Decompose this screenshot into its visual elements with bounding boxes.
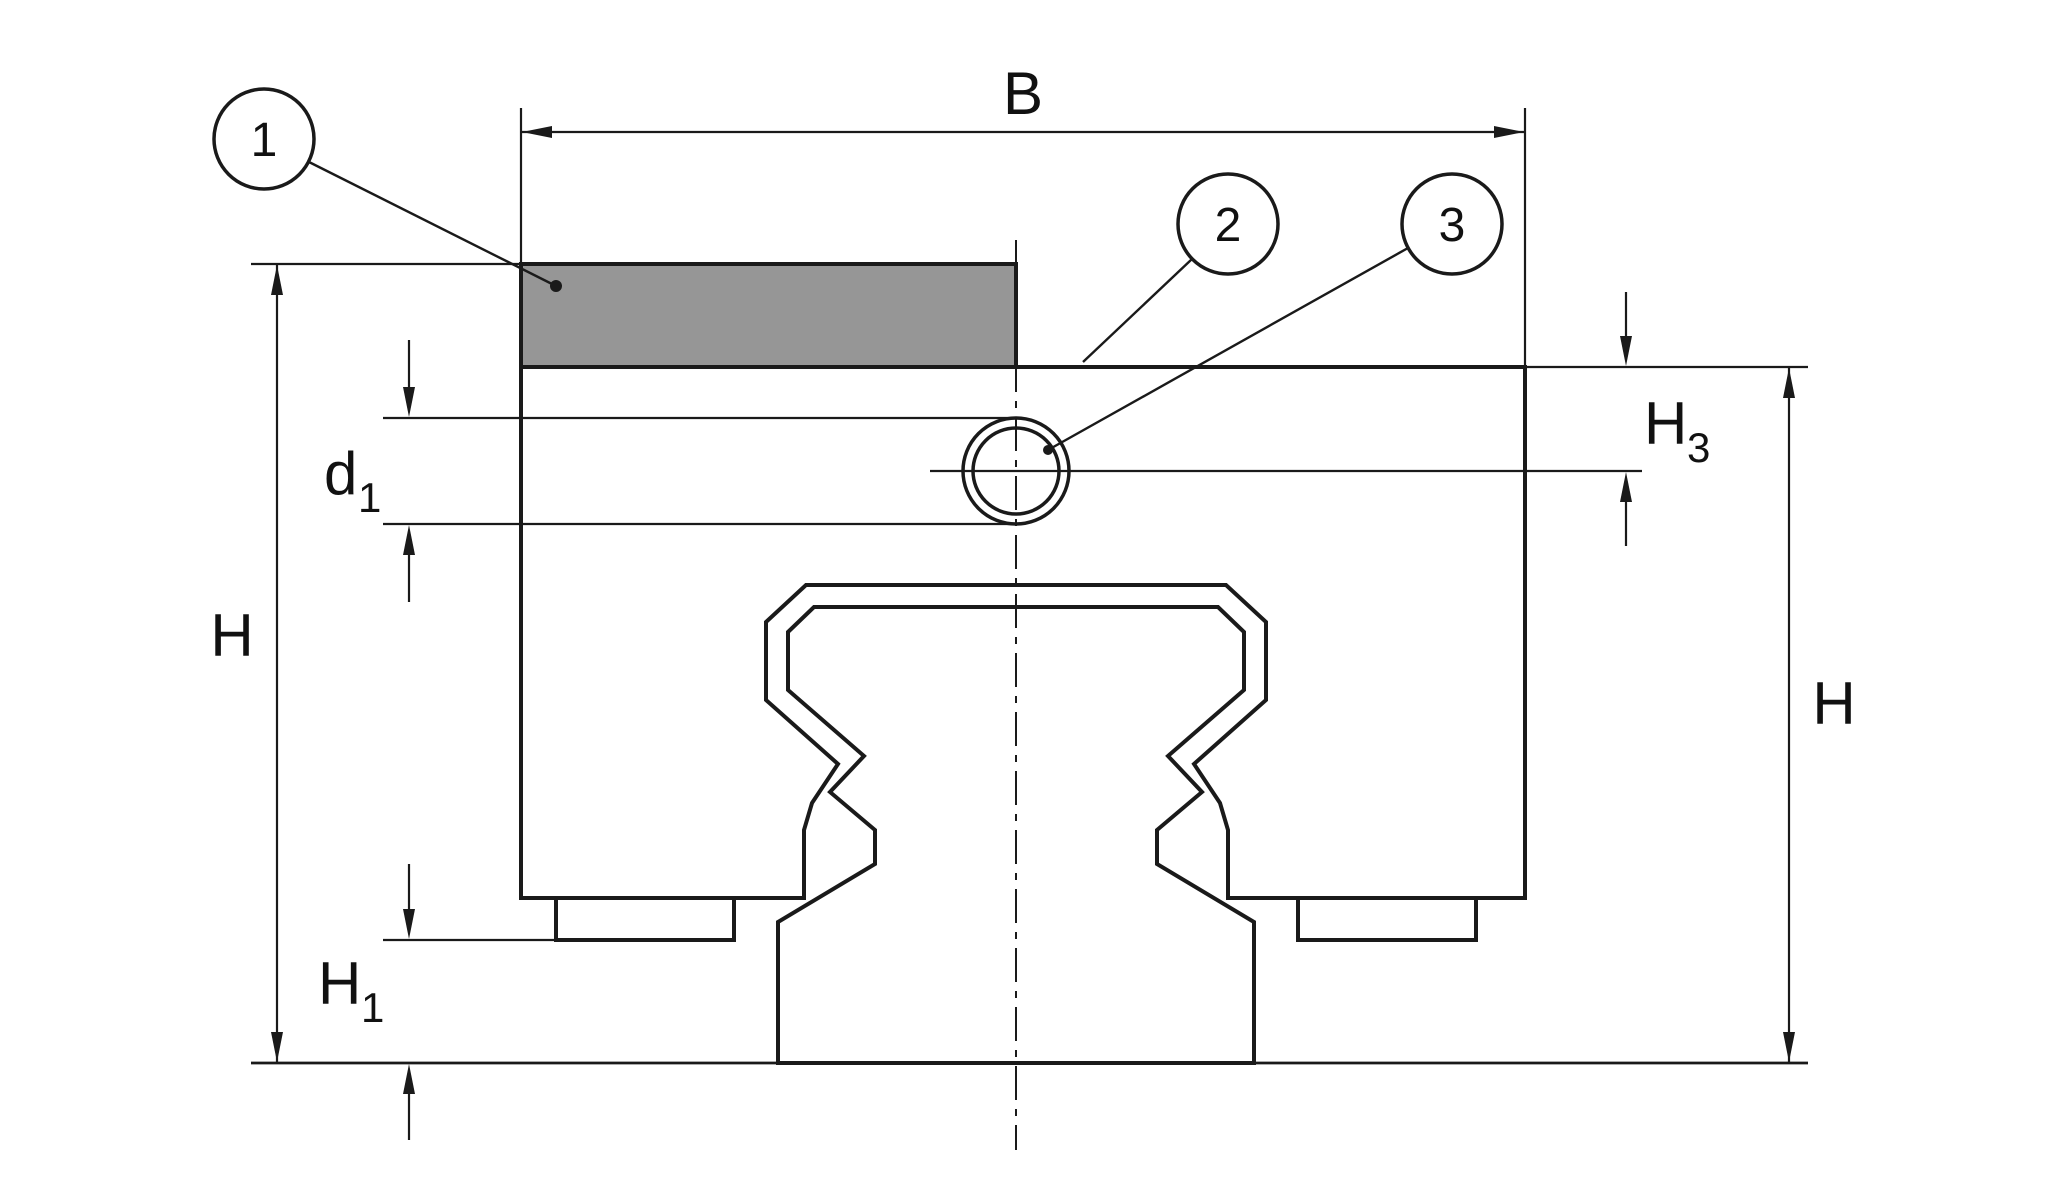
callout-3: 3	[1043, 172, 1504, 455]
arrowhead-d1-top	[403, 387, 415, 417]
arrowhead-H-left-bottom	[271, 1032, 283, 1062]
dim-label-H1-subscript: 1	[361, 984, 384, 1031]
balloon-number-3: 3	[1439, 199, 1466, 252]
arrowhead-H3-bottom	[1620, 472, 1632, 502]
carriage-body-outline	[519, 365, 1527, 900]
arrowhead-d1-bottom	[403, 525, 415, 555]
balloon-circle-2	[1176, 172, 1280, 276]
callout-1: 1	[212, 87, 562, 292]
leader-line-3	[1047, 246, 1409, 452]
dim-label-H-left: H	[210, 602, 253, 669]
arrowhead-H-right-top	[1783, 368, 1795, 398]
dim-label-d1: d	[324, 440, 357, 507]
arrowhead-H1-bottom	[403, 1064, 415, 1094]
leader-line-1	[308, 160, 557, 288]
arrowhead-B-left	[522, 126, 552, 138]
dim-label-d1-subscript: 1	[358, 474, 381, 521]
arrowhead-H-right-bottom	[1783, 1032, 1795, 1062]
arrowhead-H3-top	[1620, 336, 1632, 366]
dim-label-H3: H	[1644, 390, 1687, 457]
callout-2: 2	[1082, 172, 1280, 363]
dim-label-B: B	[1003, 60, 1043, 127]
hole-outer-circle	[961, 416, 1071, 526]
arrowhead-H-left-top	[271, 265, 283, 295]
leader-dot-3	[1043, 445, 1053, 455]
dimension-B: B	[521, 60, 1525, 138]
dimension-H3: H 3	[1620, 292, 1710, 546]
carriage-foot-right	[1296, 896, 1478, 942]
dimension-d1: d 1	[324, 340, 415, 602]
carriage-foot-left	[554, 896, 736, 942]
extension-lines	[251, 108, 1808, 1065]
dimension-H1: H 1	[318, 864, 415, 1140]
dimension-H-right: H	[1783, 367, 1856, 1063]
balloon-circle-3	[1400, 172, 1504, 276]
arrowhead-B-right	[1494, 126, 1524, 138]
leader-dot-1	[550, 280, 562, 292]
balloon-number-1: 1	[251, 114, 278, 167]
dimension-H-left: H	[210, 264, 283, 1063]
part-geometry	[519, 262, 1527, 1065]
cover-strip-insert	[519, 262, 1018, 369]
lubrication-hole	[961, 416, 1071, 526]
hole-inner-circle	[971, 426, 1061, 516]
dim-label-H3-subscript: 3	[1687, 424, 1710, 471]
balloon-circle-1	[212, 87, 316, 191]
leader-line-2	[1082, 258, 1193, 363]
arrowhead-H1-top	[403, 909, 415, 939]
dim-label-H1: H	[318, 950, 361, 1017]
dim-label-H-right: H	[1812, 670, 1855, 737]
balloon-number-2: 2	[1215, 199, 1242, 252]
